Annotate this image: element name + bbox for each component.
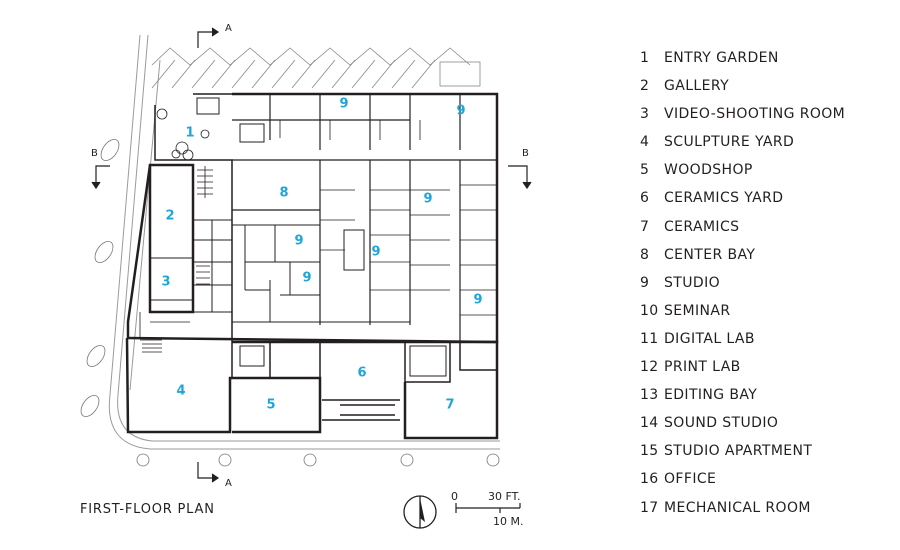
scale-zero: 0 xyxy=(451,490,458,503)
legend-number: 5 xyxy=(640,162,650,179)
legend-number: 2 xyxy=(640,78,650,95)
legend-number: 14 xyxy=(640,415,659,432)
room-number-studio: 9 xyxy=(302,271,311,286)
angled-parking xyxy=(151,47,481,89)
section-arrow-a-bottom xyxy=(197,462,216,479)
section-arrow-b-west xyxy=(95,165,110,186)
legend-label: ENTRY GARDEN xyxy=(664,50,779,66)
legend-label: PRINT LAB xyxy=(664,359,741,376)
legend-number: 11 xyxy=(640,330,659,347)
section-arrow-b-east xyxy=(508,165,528,186)
legend-item: 10 SEMINAR xyxy=(640,297,890,325)
room-legend: 1 ENTRY GARDEN 2 GALLERY 3 VIDEO-SHOOTING R… xyxy=(640,44,890,522)
legend-label: VIDEO-SHOOTING ROOM xyxy=(664,106,846,123)
legend-item: 5 WOODSHOP xyxy=(640,156,890,184)
scale-bar: 0 30 FT. 10 M. xyxy=(451,490,523,528)
room-numbers: 1 2 3 4 5 6 7 8 9 9 9 9 9 9 9 xyxy=(161,97,482,413)
legend-label: SCULPTURE YARD xyxy=(664,134,795,151)
legend-item: 17 MECHANICAL ROOM xyxy=(640,494,890,522)
legend-item: 16 OFFICE xyxy=(640,465,890,493)
street-trees xyxy=(80,138,500,467)
room-number-studio: 9 xyxy=(423,192,432,207)
legend-label: CERAMICS xyxy=(664,218,740,235)
room-number-studio: 9 xyxy=(456,104,465,119)
legend-label: CENTER BAY xyxy=(664,246,756,263)
room-number-ceramics: 7 xyxy=(445,398,454,413)
legend-label: DIGITAL LAB xyxy=(664,330,755,347)
legend-item: 12 PRINT LAB xyxy=(640,353,890,381)
room-number-ceramics-yard: 6 xyxy=(357,366,366,381)
legend-number: 9 xyxy=(640,274,650,291)
section-label-a: A xyxy=(225,23,232,34)
legend-number: 12 xyxy=(640,359,659,376)
room-number-video-room: 3 xyxy=(161,275,170,290)
section-label-a: A xyxy=(225,478,232,489)
building-walls xyxy=(125,92,499,440)
legend-number: 6 xyxy=(640,190,650,207)
legend-label: WOODSHOP xyxy=(664,162,753,179)
legend-item: 14 SOUND STUDIO xyxy=(640,409,890,437)
plan-title: FIRST-FLOOR PLAN xyxy=(80,502,215,517)
section-label-b: B xyxy=(522,148,529,159)
legend-number: 8 xyxy=(640,246,650,263)
legend-number: 4 xyxy=(640,134,650,151)
street-edge xyxy=(108,34,500,450)
legend-item: 13 EDITING BAY xyxy=(640,381,890,409)
room-number-entry-garden: 1 xyxy=(185,126,194,141)
legend-number: 13 xyxy=(640,387,659,404)
legend-label: GALLERY xyxy=(664,78,730,95)
legend-label: CERAMICS YARD xyxy=(664,190,784,207)
room-number-woodshop: 5 xyxy=(266,398,275,413)
room-number-studio: 9 xyxy=(371,245,380,260)
legend-label: OFFICE xyxy=(664,471,717,488)
legend-number: 15 xyxy=(640,443,659,460)
legend-item: 2 GALLERY xyxy=(640,72,890,100)
legend-label: SEMINAR xyxy=(664,302,731,319)
room-number-studio: 9 xyxy=(473,293,482,308)
legend-item: 3 VIDEO-SHOOTING ROOM xyxy=(640,100,890,128)
legend-item: 8 CENTER BAY xyxy=(640,241,890,269)
scale-feet: 30 FT. xyxy=(488,490,521,503)
legend-item: 15 STUDIO APARTMENT xyxy=(640,437,890,465)
legend-number: 1 xyxy=(640,50,650,66)
legend-label: MECHANICAL ROOM xyxy=(664,499,811,516)
section-markers xyxy=(91,27,532,483)
legend-number: 16 xyxy=(640,471,659,488)
legend-item: 6 CERAMICS YARD xyxy=(640,184,890,212)
legend-number: 17 xyxy=(640,499,659,516)
section-arrow-a-top xyxy=(197,31,216,48)
legend-item: 11 DIGITAL LAB xyxy=(640,325,890,353)
legend-number: 7 xyxy=(640,218,650,235)
legend-item: 1 ENTRY GARDEN xyxy=(640,44,890,72)
legend-item: 4 SCULPTURE YARD xyxy=(640,128,890,156)
scale-meters: 10 M. xyxy=(493,515,523,528)
legend-item: 9 STUDIO xyxy=(640,269,890,297)
room-number-sculpture-yard: 4 xyxy=(176,384,185,399)
room-number-studio: 9 xyxy=(294,234,303,249)
legend-label: EDITING BAY xyxy=(664,387,758,404)
section-label-b: B xyxy=(91,148,98,159)
legend-label: SOUND STUDIO xyxy=(664,415,779,432)
room-number-center-bay: 8 xyxy=(279,186,288,201)
room-number-gallery: 2 xyxy=(165,209,174,224)
room-number-studio: 9 xyxy=(339,97,348,112)
legend-item: 7 CERAMICS xyxy=(640,213,890,241)
legend-number: 10 xyxy=(640,302,659,319)
legend-label: STUDIO APARTMENT xyxy=(664,443,813,460)
legend-number: 3 xyxy=(640,106,650,123)
legend-label: STUDIO xyxy=(664,274,721,291)
north-arrow-icon xyxy=(403,495,437,529)
